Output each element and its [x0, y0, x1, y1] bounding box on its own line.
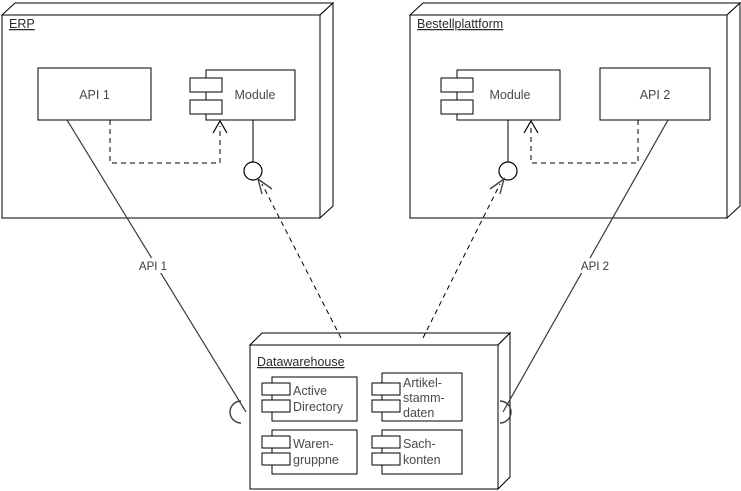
component-erp-module-tab-top — [189, 77, 223, 93]
provided-interface-erp[interactable] — [243, 120, 263, 181]
dependency-dw-to-erp-arrowhead — [256, 177, 273, 195]
dependency-erp-inner-path — [109, 120, 221, 164]
node-erp[interactable]: ERP API 1 Module — [0, 1, 335, 220]
node-bestellplattform-title: Bestellplattform — [417, 17, 503, 31]
component-dw-artikelstammdaten-label-line3: daten — [403, 406, 434, 420]
component-dw-warengruppen-label-line1: Waren- — [293, 437, 334, 451]
component-dw-warengruppen-tab-bottom — [261, 452, 291, 466]
dependency-dw-to-erp-line — [261, 183, 342, 339]
component-dw-active-directory[interactable]: Active Directory — [261, 376, 358, 422]
provided-interface-bp-ball — [498, 161, 518, 181]
component-erp-module-tab-bottom — [189, 99, 223, 115]
required-interface-dw-right-socket — [499, 400, 512, 424]
component-dw-artikelstammdaten[interactable]: Artikel- stamm- daten — [371, 372, 463, 422]
component-dw-sachkonten-tab-top — [371, 435, 401, 449]
component-bp-module[interactable]: Module — [440, 69, 561, 121]
component-bp-api2[interactable]: API 2 — [599, 67, 711, 121]
component-dw-active-directory-box — [271, 376, 358, 422]
component-dw-artikelstammdaten-tab-bottom — [371, 399, 401, 413]
dependency-erp-api1-to-module — [109, 119, 228, 164]
component-dw-active-directory-label-line1: Active — [293, 384, 327, 398]
component-dw-sachkonten-label-line2: konten — [403, 453, 441, 467]
node-erp-top-face — [0, 2, 335, 16]
dependency-erp-inner-arrowhead — [212, 119, 228, 134]
component-dw-active-directory-tab-top — [261, 382, 291, 396]
node-bestellplattform[interactable]: Bestellplattform Module API 2 — [408, 1, 741, 220]
edge-api2[interactable]: API 2 — [499, 119, 669, 424]
component-dw-active-directory-tab-bottom — [261, 399, 291, 413]
node-datawarehouse-title: Datawarehouse — [257, 355, 345, 369]
dependency-dw-to-erp — [256, 177, 342, 339]
provided-interface-erp-ball — [243, 161, 263, 181]
component-dw-artikelstammdaten-label-line1: Artikel- — [403, 376, 442, 390]
node-erp-title: ERP — [9, 17, 35, 31]
component-bp-api2-box — [599, 67, 711, 121]
dependency-bp-inner-arrowhead — [523, 119, 539, 134]
component-erp-module-label: Module — [235, 88, 276, 102]
dependency-bp-inner-path — [530, 120, 639, 164]
component-erp-module[interactable]: Module — [189, 69, 296, 121]
dependency-dw-to-bp-line — [422, 183, 501, 339]
component-dw-sachkonten-tab-bottom — [371, 452, 401, 466]
dependency-bp-api2-to-module — [523, 119, 639, 164]
component-dw-warengruppen[interactable]: Waren- gruppne — [261, 429, 358, 475]
component-dw-warengruppen-label-line2: gruppne — [293, 453, 339, 467]
node-bestellplattform-top-face — [408, 2, 741, 16]
node-erp-side-face — [319, 1, 334, 220]
component-dw-sachkonten[interactable]: Sach- konten — [371, 429, 463, 475]
component-bp-module-tab-top — [440, 77, 474, 93]
node-bestellplattform-side-face — [726, 1, 741, 220]
component-dw-warengruppen-tab-top — [261, 435, 291, 449]
component-dw-artikelstammdaten-label-line2: stamm- — [403, 391, 445, 405]
component-erp-api1-label: API 1 — [79, 88, 110, 102]
component-dw-sachkonten-label-line1: Sach- — [403, 437, 436, 451]
component-bp-api2-label: API 2 — [640, 88, 671, 102]
component-dw-artikelstammdaten-tab-top — [371, 382, 401, 396]
provided-interface-bp[interactable] — [498, 120, 518, 181]
dependency-dw-to-bp — [422, 177, 506, 339]
component-dw-active-directory-label-line2: Directory — [293, 400, 344, 414]
edge-api1-label: API 1 — [139, 261, 167, 273]
edge-api1-label-bg — [131, 258, 175, 273]
component-bp-module-label: Module — [490, 88, 531, 102]
node-datawarehouse-top-face — [248, 332, 512, 346]
edge-api1[interactable]: API 1 — [66, 119, 247, 424]
edge-api2-label-bg — [573, 258, 617, 273]
component-bp-module-box — [456, 69, 561, 121]
component-bp-module-tab-bottom — [440, 99, 474, 115]
required-interface-dw-left-socket — [229, 400, 242, 424]
component-dw-artikelstammdaten-box — [381, 372, 463, 422]
edge-api2-label: API 2 — [581, 261, 609, 273]
dependency-dw-to-bp-arrowhead — [489, 177, 506, 195]
component-erp-api1-box — [37, 67, 152, 121]
component-erp-api1[interactable]: API 1 — [37, 67, 152, 121]
node-datawarehouse[interactable]: Datawarehouse Active Directory Artikel- … — [248, 331, 512, 491]
